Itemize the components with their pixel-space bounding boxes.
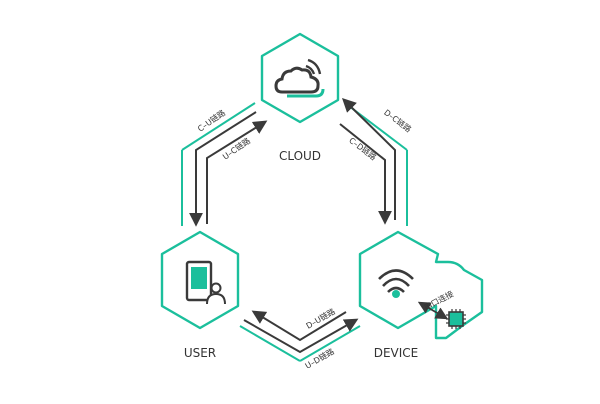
- serial-link-arrow: [417, 301, 449, 320]
- user-node[interactable]: USER: [160, 230, 240, 360]
- cloud-node[interactable]: CLOUD: [260, 32, 340, 163]
- arrow-c-u: [189, 111, 257, 227]
- arrow-u-c: [206, 120, 268, 224]
- c-u-link-label: C–U链路: [196, 107, 228, 133]
- cloud-user-connector: [181, 102, 256, 226]
- cloud-wifi-icon: [274, 58, 325, 98]
- arrow-c-d: [339, 123, 392, 225]
- arrow-d-u: [251, 310, 347, 342]
- wifi-device-icon: [378, 269, 414, 298]
- device-label: DEVICE: [374, 346, 419, 360]
- chip-icon: [446, 309, 466, 329]
- device-node[interactable]: 串口连接 DEVICE: [358, 230, 484, 360]
- d-c-link-label: D–C链路: [382, 107, 413, 134]
- arrow-u-d: [243, 318, 359, 354]
- user-device-connector: [239, 325, 361, 362]
- tablet-user-icon: [185, 260, 226, 305]
- arrow-d-c: [342, 98, 396, 220]
- link-arrows: [189, 98, 396, 354]
- cloud-label: CLOUD: [279, 149, 321, 163]
- user-label: USER: [184, 346, 216, 360]
- c-d-link-label: C–D链路: [347, 135, 378, 162]
